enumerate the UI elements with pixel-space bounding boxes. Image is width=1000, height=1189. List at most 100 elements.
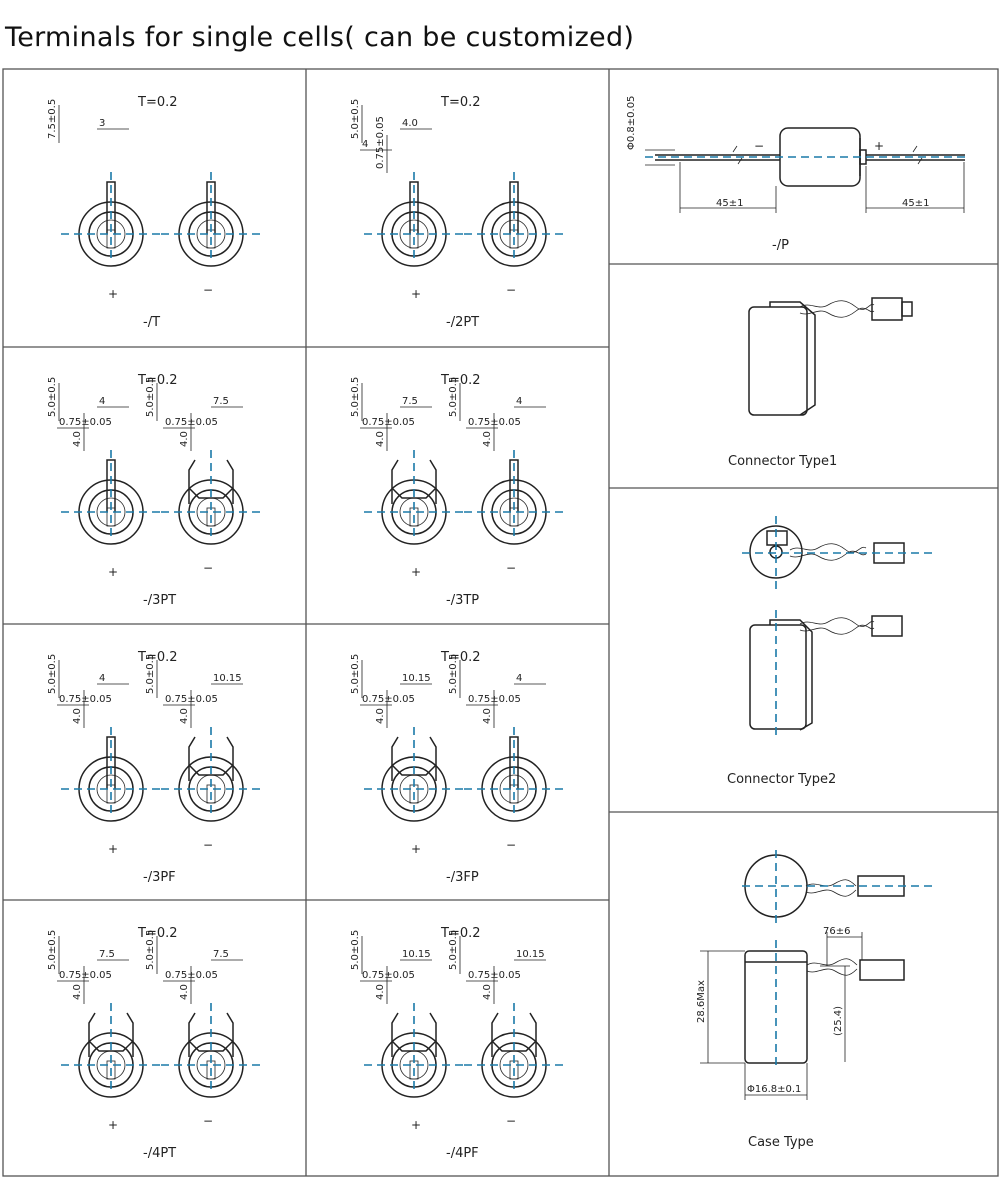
dimension-label: 3 — [99, 118, 105, 129]
positive-sign: + — [411, 565, 421, 579]
case-height-dim: 28.6Max — [696, 980, 707, 1023]
dimension-label: 5.0±0.5 — [448, 377, 459, 417]
dimension-label: 5.0±0.5 — [47, 377, 58, 417]
negative-sign: − — [506, 561, 516, 575]
case-lead-height-dim: (25.4) — [833, 1006, 844, 1036]
positive-sign: + — [108, 842, 118, 856]
dimension-label: 0.75±0.05 — [362, 694, 415, 705]
positive-sign: + — [108, 287, 118, 301]
cell-caption: -/4PF — [446, 1146, 479, 1161]
dimension-label: 5.0±0.5 — [350, 930, 361, 970]
negative-sign: − — [203, 1114, 213, 1128]
connector-type1-panel: Connector Type1 — [728, 297, 913, 469]
p-neg-sign: − — [754, 139, 764, 153]
page-title: Terminals for single cells( can be custo… — [5, 22, 635, 53]
dimension-label: 4.0 — [375, 708, 386, 724]
dimension-label: 5.0±0.5 — [145, 377, 156, 417]
cell-caption: -/T — [143, 315, 160, 330]
p-caption: -/P — [772, 238, 789, 253]
dimension-label: 10.15 — [402, 949, 431, 960]
dimension-label: 5.0±0.5 — [47, 654, 58, 694]
case-dia-dim: Φ16.8±0.1 — [747, 1084, 801, 1095]
dimension-label: 5.0±0.5 — [448, 654, 459, 694]
p-lead-right-dim: 45±1 — [902, 198, 929, 209]
dimension-label: 7.5 — [213, 396, 229, 407]
dimension-label: 5.0±0.5 — [448, 930, 459, 970]
positive-sign: + — [108, 1118, 118, 1132]
dimension-label: 7.5 — [213, 949, 229, 960]
cell-caption: -/4PT — [143, 1146, 176, 1161]
dimension-label: 4.0 — [72, 431, 83, 447]
dimension-label: 0.75±0.05 — [362, 417, 415, 428]
dimension-label: 0.75±0.05 — [468, 970, 521, 981]
dimension-label: 4.0 — [179, 984, 190, 1000]
dimension-label: 4.0 — [482, 984, 493, 1000]
dimension-label: 4.0 — [402, 118, 418, 129]
grid-frame — [2, 68, 999, 1177]
thickness-label: T=0.2 — [137, 95, 178, 110]
dimension-label: 10.15 — [516, 949, 545, 960]
thickness-label: T=0.2 — [440, 95, 481, 110]
dimension-label: 0.75±0.05 — [165, 694, 218, 705]
positive-sign: + — [411, 1118, 421, 1132]
dimension-label: 7.5 — [402, 396, 418, 407]
dimension-label: 4.0 — [375, 984, 386, 1000]
p-lead-left-dim: 45±1 — [716, 198, 743, 209]
dimension-label: 5.0±0.5 — [350, 654, 361, 694]
connector2-caption: Connector Type2 — [727, 772, 836, 787]
dimension-label: 7.5 — [99, 949, 115, 960]
dimension-label: 0.75±0.05 — [165, 417, 218, 428]
thickness-label: T=0.2 — [137, 650, 178, 665]
thickness-label: T=0.2 — [440, 373, 481, 388]
thickness-label: T=0.2 — [137, 926, 178, 941]
dimension-label: 0.75±0.05 — [165, 970, 218, 981]
thickness-label: T=0.2 — [440, 926, 481, 941]
dimension-label: 4.0 — [482, 708, 493, 724]
dimension-label: 10.15 — [213, 673, 242, 684]
dimension-label: 10.15 — [402, 673, 431, 684]
thickness-label: T=0.2 — [440, 650, 481, 665]
p-pos-sign: + — [874, 139, 884, 153]
dimension-label: 4 — [99, 673, 105, 684]
cell-caption: -/3PT — [143, 593, 176, 608]
negative-sign: − — [506, 838, 516, 852]
dimension-label: 0.75±0.05 — [468, 694, 521, 705]
dimension-label: 4 — [99, 396, 105, 407]
cell-caption: -/2PT — [446, 315, 479, 330]
dimension-label: 0.75±0.05 — [59, 694, 112, 705]
p-dia-label: Φ0.8±0.05 — [626, 96, 637, 150]
dimension-label: 5.0±0.5 — [350, 99, 361, 139]
negative-sign: − — [506, 283, 516, 297]
dimension-label: 4.0 — [482, 431, 493, 447]
dimension-label: 5.0±0.5 — [145, 930, 156, 970]
terminal-cell-2pt: T=0.2 5.0±0.5 4.0 4 0.75±0.05 + − -/2PT — [350, 95, 564, 330]
negative-sign: − — [203, 283, 213, 297]
positive-sign: + — [108, 565, 118, 579]
positive-sign: + — [411, 287, 421, 301]
dimension-label: 4.0 — [179, 431, 190, 447]
connector-type2-panel: Connector Type2 — [727, 516, 932, 787]
dimension-label: 0.75±0.05 — [59, 417, 112, 428]
dimension-label: 4 — [516, 396, 522, 407]
dimension-label: 0.75±0.05 — [375, 116, 386, 169]
negative-sign: − — [203, 838, 213, 852]
dimension-label: 4 — [362, 139, 368, 150]
dimension-label: 4 — [516, 673, 522, 684]
thickness-label: T=0.2 — [137, 373, 178, 388]
cell-caption: -/3FP — [446, 870, 479, 885]
connector1-caption: Connector Type1 — [728, 454, 837, 469]
dimension-label: 4.0 — [375, 431, 386, 447]
axial-lead-panel: Φ0.8±0.05 − + 45±1 45±1 -/P — [626, 96, 970, 253]
dimension-label: 0.75±0.05 — [59, 970, 112, 981]
dimension-label: 0.75±0.05 — [468, 417, 521, 428]
cell-caption: -/3PF — [143, 870, 176, 885]
case-caption: Case Type — [748, 1135, 814, 1150]
